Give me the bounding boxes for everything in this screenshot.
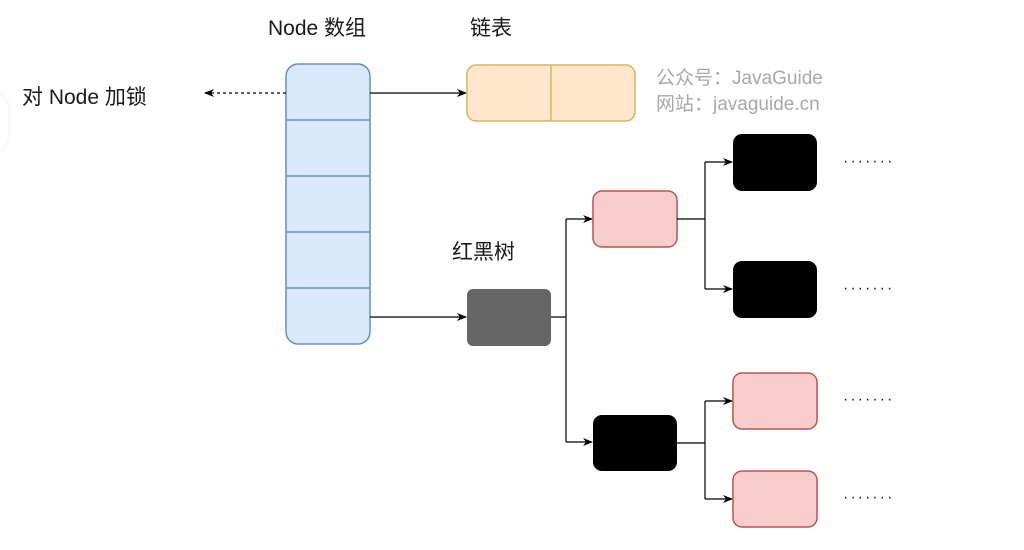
tree-leaf-red [732,470,818,528]
node-array [285,63,371,345]
watermark-wechat: 公众号：JavaGuide [656,68,823,89]
tree-node-black [593,415,677,471]
watermark-site: 网站：javaguide.cn [656,94,820,115]
continuation-ellipsis: ······· [843,153,894,170]
node-array-title: Node 数组 [268,17,367,40]
tree-leaf-black [733,261,817,318]
red-black-tree-title: 红黑树 [452,241,515,264]
continuation-ellipsis: ······· [843,391,894,408]
continuation-dots: ······· ······· ······· ······· [843,153,894,506]
tree-node-red [592,190,678,248]
linked-list-title: 链表 [470,17,512,40]
continuation-ellipsis: ······· [843,280,894,297]
linked-list [466,64,636,122]
tree-root-node [467,289,551,346]
continuation-ellipsis: ······· [843,489,894,506]
node-array-body [285,63,371,345]
tree-leaf-red [732,372,818,430]
lock-node-label: 对 Node 加锁 [22,86,147,109]
page-edge-handle [0,92,8,152]
tree-leaf-black [733,134,817,191]
